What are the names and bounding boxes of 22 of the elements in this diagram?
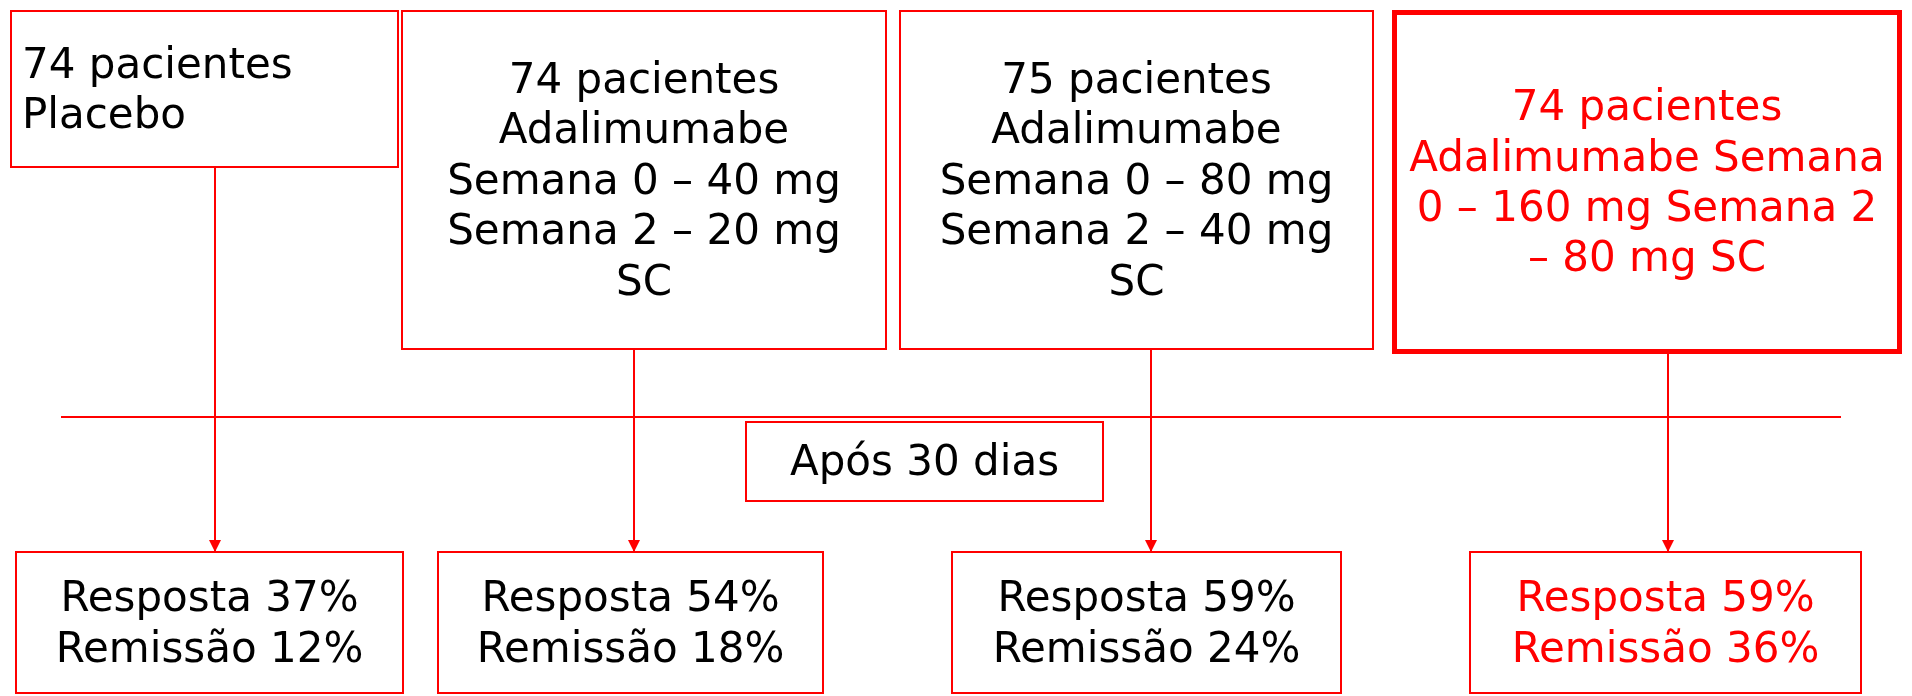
box-text: 74 pacientes Adalimumabe Semana 0 – 40 mg Semana 2 – 20 mg SC [446,54,842,306]
box-text: 74 pacientes Adalimumabe Semana 0 – 160 mg Semana 2 – 80 mg SC [1408,81,1886,283]
box-text: Resposta 59% Remissão 24% [991,572,1302,673]
group-box [401,10,887,350]
result-box [951,551,1342,694]
result-box [1469,551,1862,694]
arrow [628,349,640,552]
box-text: Resposta 54% Remissão 18% [475,572,786,673]
group-box [899,10,1374,350]
box-text: Após 30 dias [789,436,1060,487]
time-box [745,421,1104,502]
box-text: 74 pacientes Placebo [22,38,294,140]
group-box [1392,10,1902,354]
arrow [1145,349,1157,552]
result-box [15,551,404,694]
box-text: 75 pacientes Adalimumabe Semana 0 – 80 mg Semana 2 – 40 mg SC [938,54,1335,306]
box-text: Resposta 37% Remissão 12% [54,572,365,673]
arrow [209,167,221,552]
box-text: Resposta 59% Remissão 36% [1510,572,1821,673]
result-box [437,551,824,694]
group-box [10,10,399,168]
arrow [1662,353,1674,552]
